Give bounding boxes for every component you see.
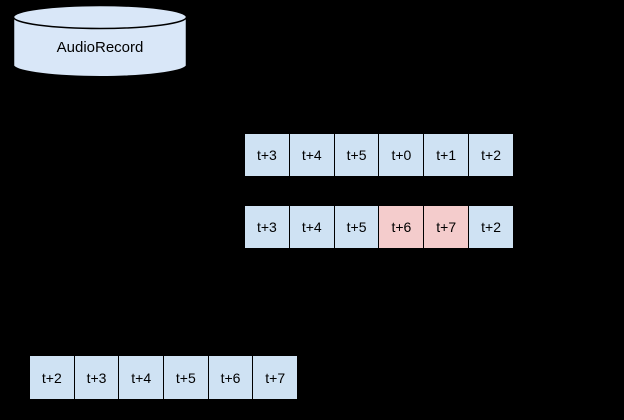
buffer-cell: t+3 <box>73 356 119 399</box>
buffer-cell: t+5 <box>333 206 379 248</box>
buffer-cell: t+2 <box>468 134 513 176</box>
buffer-cell: t+3 <box>245 206 289 248</box>
buffer-cell: t+4 <box>118 356 164 399</box>
buffer-cell: t+7 <box>252 356 298 399</box>
buffer-cell: t+4 <box>288 206 334 248</box>
buffer-cell: t+6 <box>207 356 253 399</box>
buffer-cell-highlighted: t+6 <box>378 206 424 248</box>
buffer-cell: t+5 <box>333 134 379 176</box>
audiorecord-cylinder: AudioRecord <box>12 4 188 80</box>
cylinder-shape <box>12 4 188 78</box>
buffer-cell-highlighted: t+7 <box>423 206 469 248</box>
buffer-row-2: t+3 t+4 t+5 t+6 t+7 t+2 <box>244 205 514 249</box>
buffer-cell: t+3 <box>245 134 289 176</box>
buffer-cell: t+2 <box>468 206 513 248</box>
buffer-row-1: t+3 t+4 t+5 t+0 t+1 t+2 <box>244 133 514 177</box>
cylinder-label: AudioRecord <box>56 39 144 56</box>
buffer-cell: t+2 <box>30 356 74 399</box>
buffer-cell: t+1 <box>423 134 469 176</box>
buffer-cell: t+5 <box>163 356 208 399</box>
buffer-row-3: t+2 t+3 t+4 t+5 t+6 t+7 <box>29 355 298 400</box>
buffer-cell: t+4 <box>288 134 334 176</box>
buffer-cell: t+0 <box>378 134 424 176</box>
